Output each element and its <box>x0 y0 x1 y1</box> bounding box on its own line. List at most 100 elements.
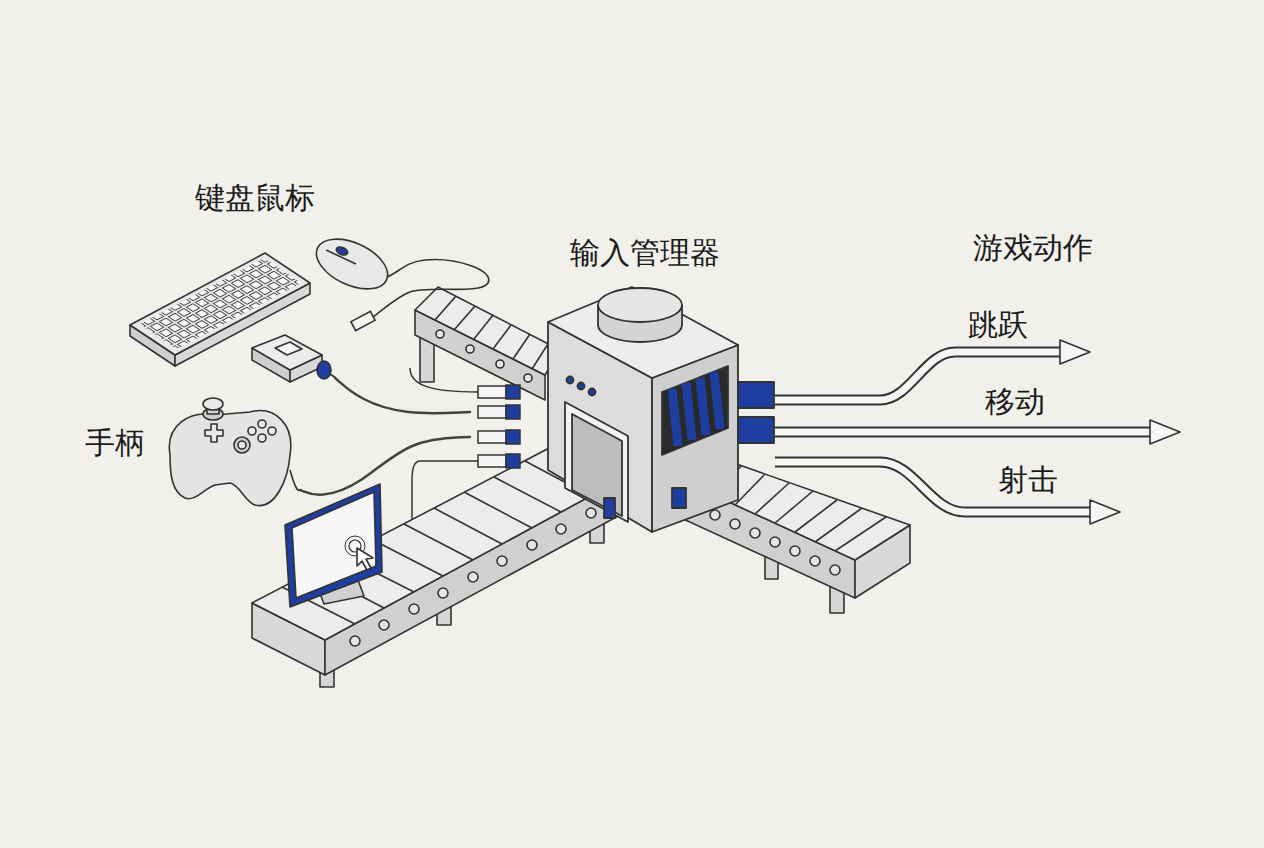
main-conveyor <box>409 604 419 614</box>
input-plug <box>410 368 520 520</box>
touch-tablet <box>357 548 373 570</box>
main-conveyor <box>464 492 532 528</box>
node-heading: 键盘鼠标 <box>175 180 335 216</box>
input-manager-machine <box>662 366 728 455</box>
gamepad <box>258 420 266 428</box>
main-conveyor <box>350 636 360 646</box>
input-manager-machine <box>548 287 774 532</box>
input-plug <box>506 430 520 444</box>
keyboard <box>140 258 301 349</box>
upper-conveyor <box>415 287 560 375</box>
device-group: 手柄 <box>80 395 300 520</box>
device-group: 键盘鼠标 <box>120 170 335 385</box>
touch-tablet <box>285 484 382 607</box>
main-conveyor <box>497 556 507 566</box>
input-manager-machine <box>672 488 686 508</box>
mouse <box>335 245 349 256</box>
input-plug <box>506 405 520 419</box>
mouse <box>309 229 489 331</box>
input-plug <box>478 431 506 443</box>
gamepad <box>268 427 276 435</box>
input-plug <box>506 385 520 399</box>
input-manager-machine <box>604 498 615 518</box>
input-plug <box>478 406 506 418</box>
output-conveyor <box>830 565 840 575</box>
action-arrow <box>775 462 1092 512</box>
gamepad <box>238 441 246 449</box>
gamepad <box>248 427 256 435</box>
output-conveyor <box>710 510 720 520</box>
input-manager-machine <box>578 383 585 390</box>
output-conveyor <box>795 500 837 532</box>
input-manager-machine <box>598 288 682 322</box>
cable-connector <box>335 378 470 413</box>
main-conveyor <box>438 588 448 598</box>
action-arrow <box>1150 420 1180 444</box>
input-manager-machine <box>686 383 692 440</box>
gamepad <box>169 411 290 506</box>
upper-conveyor <box>436 330 444 338</box>
node-heading: 输入管理器 <box>555 235 735 271</box>
output-conveyor <box>730 519 740 529</box>
action-arrow <box>775 340 1180 524</box>
upper-conveyor <box>493 325 511 349</box>
upper-conveyor <box>454 306 475 330</box>
upper-conveyor <box>524 374 532 382</box>
upper-conveyor <box>415 287 560 400</box>
usb-plug <box>252 335 336 382</box>
upper-conveyor <box>513 334 530 359</box>
input-manager-machine <box>589 389 596 396</box>
input-manager-machine <box>738 417 774 443</box>
input-manager-machine <box>714 372 720 429</box>
output-conveyor <box>750 528 760 538</box>
output-conveyor <box>835 517 886 551</box>
main-conveyor <box>379 620 389 630</box>
action-arrow <box>1060 340 1090 364</box>
main-conveyor <box>373 540 443 576</box>
input-plug <box>478 455 506 467</box>
input-manager-machine <box>565 402 628 522</box>
gamepad <box>258 434 266 442</box>
gamepad <box>290 470 300 490</box>
cable-connector <box>300 437 470 495</box>
output-conveyor <box>775 491 813 523</box>
output-conveyor <box>755 483 789 514</box>
usb-plug <box>317 361 331 379</box>
action-label: 移动 <box>965 384 1065 420</box>
keyboard <box>130 253 310 366</box>
input-manager-machine <box>548 287 738 378</box>
main-conveyor <box>404 524 473 560</box>
input-manager-machine <box>567 377 574 384</box>
main-conveyor <box>434 508 502 544</box>
input-plug <box>412 461 478 520</box>
column-heading: 游戏动作 <box>953 230 1113 266</box>
input-manager-machine <box>672 389 678 446</box>
main-conveyor <box>468 572 478 582</box>
upper-conveyor <box>532 344 548 369</box>
upper-conveyor <box>496 360 504 368</box>
node-heading: 手柄 <box>85 425 165 461</box>
output-conveyor <box>770 537 780 547</box>
mouse <box>309 229 396 299</box>
action-label: 射击 <box>978 462 1078 498</box>
output-conveyor <box>810 556 820 566</box>
input-manager-machine <box>738 382 774 408</box>
output-conveyor <box>790 546 800 556</box>
action-arrow <box>775 462 1094 512</box>
input-plug <box>478 386 506 398</box>
upper-conveyor <box>466 345 474 353</box>
gamepad <box>205 424 223 442</box>
upper-conveyor <box>474 315 493 339</box>
output-conveyor <box>735 474 765 505</box>
input-plug <box>506 454 520 468</box>
process-machine: 输入管理器 <box>470 235 745 535</box>
action-label: 跳跃 <box>948 307 1048 343</box>
main-conveyor <box>586 508 596 518</box>
input-manager-machine <box>700 378 706 435</box>
usb-plug <box>252 335 322 370</box>
gamepad <box>169 398 300 506</box>
main-conveyor <box>494 477 561 512</box>
